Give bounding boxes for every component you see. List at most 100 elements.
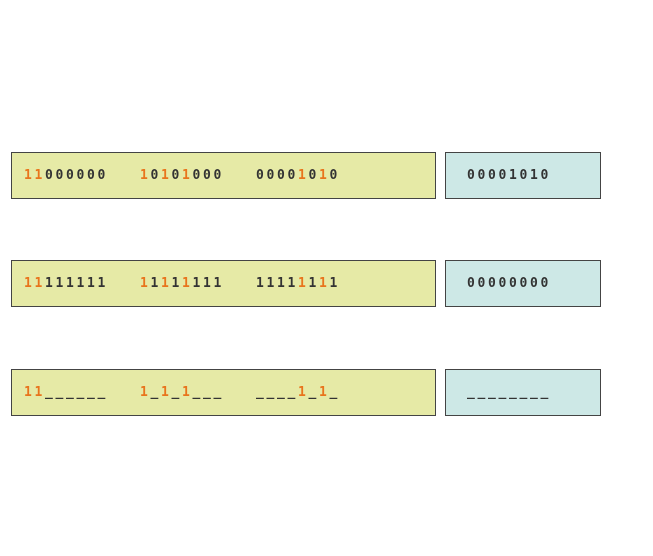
bit: 1 [266, 276, 275, 291]
bit: 0 [540, 168, 549, 183]
bit: 0 [45, 168, 53, 183]
bit: 1 [97, 276, 106, 291]
bit: 0 [477, 168, 486, 183]
bit: 0 [203, 168, 211, 183]
bit: 0 [509, 276, 517, 291]
bit: _ [97, 385, 106, 400]
bit: _ [329, 385, 338, 400]
bit: 1 [45, 276, 53, 291]
highlighted-bit: 1 [182, 385, 190, 400]
bit: 0 [287, 168, 296, 183]
bit: 1 [509, 168, 517, 183]
bit: 0 [498, 168, 507, 183]
bit: 1 [287, 276, 296, 291]
side-bit-box: ________ [445, 369, 601, 416]
highlighted-bit: 1 [24, 385, 32, 400]
bit: _ [277, 385, 285, 400]
bit: 0 [76, 168, 85, 183]
bit: 0 [66, 168, 74, 183]
bit: 0 [256, 168, 264, 183]
highlighted-bit: 1 [319, 385, 327, 400]
highlighted-bit: 1 [298, 168, 306, 183]
bit-group: 1_1_1___ [140, 385, 224, 400]
highlighted-bit: 1 [34, 168, 43, 183]
bit: 1 [308, 276, 317, 291]
bit: _ [530, 385, 538, 400]
bit: _ [192, 385, 201, 400]
bit: _ [213, 385, 222, 400]
highlighted-bit: 1 [319, 168, 327, 183]
bit: 0 [467, 276, 475, 291]
highlighted-bit: 1 [298, 276, 306, 291]
bit: 1 [329, 276, 338, 291]
bit: 1 [192, 276, 201, 291]
highlighted-bit: 1 [319, 276, 327, 291]
bit: 1 [55, 276, 64, 291]
highlighted-bit: 1 [182, 276, 190, 291]
highlighted-bit: 1 [140, 168, 148, 183]
bit: 0 [519, 276, 528, 291]
bit: 0 [467, 168, 475, 183]
bit: 0 [150, 168, 159, 183]
bit: 1 [150, 276, 159, 291]
bit: _ [150, 385, 159, 400]
bit: 0 [498, 276, 507, 291]
highlighted-bit: 1 [161, 168, 169, 183]
bit: _ [256, 385, 264, 400]
highlighted-bit: 1 [140, 385, 148, 400]
bit: 0 [213, 168, 222, 183]
bit: 1 [203, 276, 211, 291]
bit: _ [76, 385, 85, 400]
bit: 1 [530, 168, 538, 183]
bit-group: ________ [467, 385, 551, 400]
bit: 1 [76, 276, 85, 291]
bit: _ [55, 385, 64, 400]
bit: 1 [171, 276, 180, 291]
bit: 0 [519, 168, 528, 183]
bit: 0 [97, 168, 106, 183]
bit: _ [540, 385, 549, 400]
bit: 0 [277, 168, 285, 183]
bit: 0 [530, 276, 538, 291]
highlighted-bit: 1 [34, 276, 43, 291]
bit: 0 [192, 168, 201, 183]
bit: _ [203, 385, 211, 400]
bit: 0 [488, 168, 496, 183]
bit: 0 [488, 276, 496, 291]
highlighted-bit: 1 [24, 276, 32, 291]
highlighted-bit: 1 [161, 276, 169, 291]
bit: 1 [213, 276, 222, 291]
bit: 0 [308, 168, 317, 183]
bit: _ [498, 385, 507, 400]
bit: _ [509, 385, 517, 400]
bit: 0 [266, 168, 275, 183]
highlighted-bit: 1 [140, 276, 148, 291]
bit: 1 [87, 276, 95, 291]
bit: _ [287, 385, 296, 400]
bit: 1 [256, 276, 264, 291]
bit: _ [266, 385, 275, 400]
bit: 0 [55, 168, 64, 183]
bit: _ [171, 385, 180, 400]
highlighted-bit: 1 [34, 385, 43, 400]
bit: _ [477, 385, 486, 400]
bit: 0 [329, 168, 338, 183]
bit: 0 [477, 276, 486, 291]
bit: _ [66, 385, 74, 400]
bit: 1 [66, 276, 74, 291]
bit: _ [87, 385, 95, 400]
